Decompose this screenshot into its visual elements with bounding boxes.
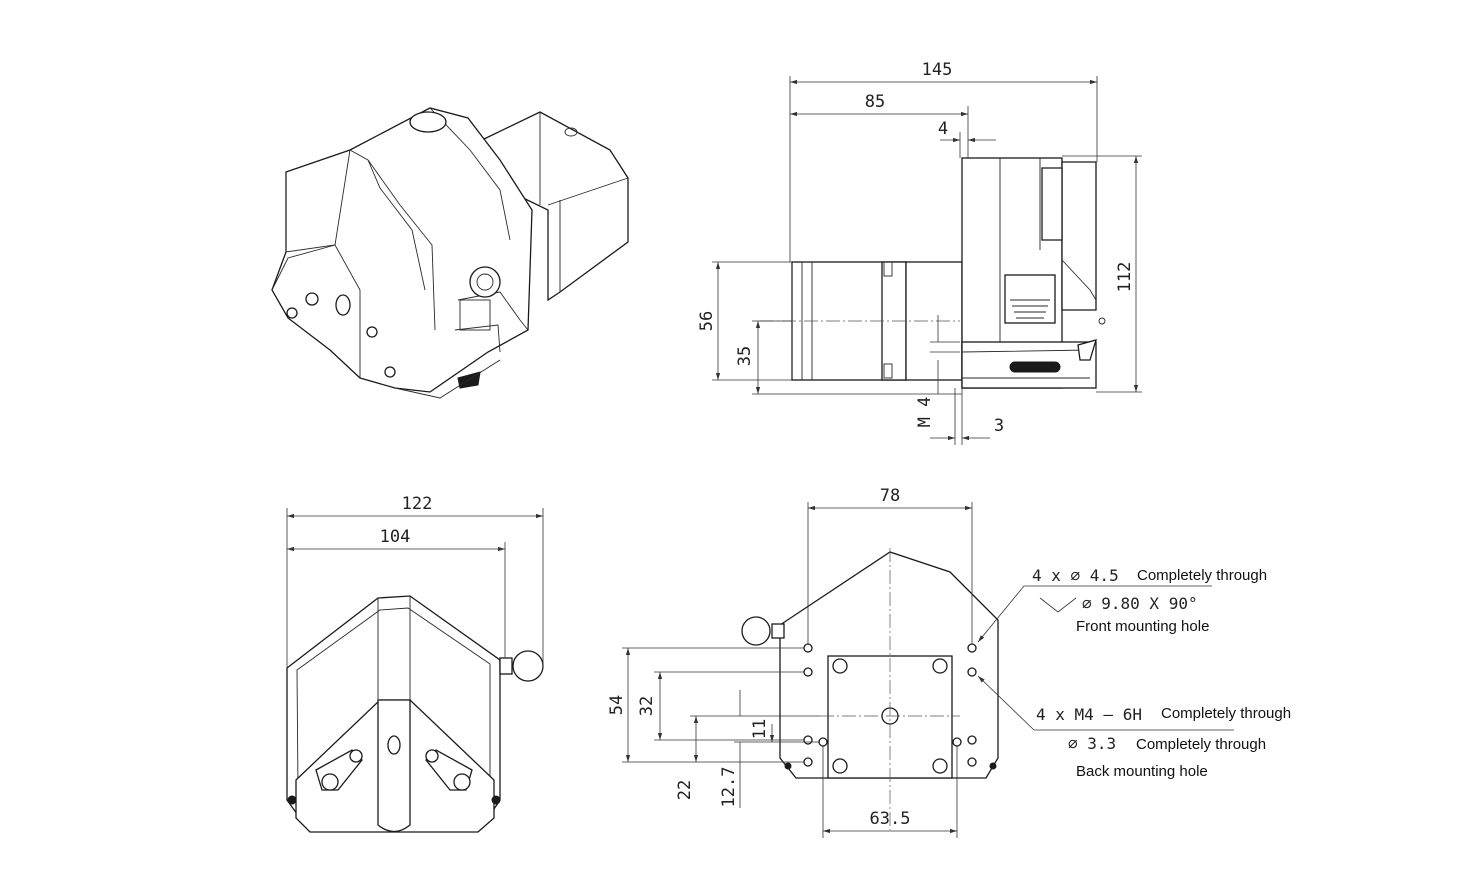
dim-63-5: 63.5: [870, 809, 911, 829]
back-view: 78 54 32 11 22 12.7 63.5 4 x ∅ 4.5 Compl…: [607, 486, 1291, 838]
back-hole-title: Back mounting hole: [1076, 763, 1208, 780]
dim-4: 4: [938, 119, 948, 139]
back-hole-desc: Completely through: [1161, 705, 1291, 722]
side-view: 145 85 4 112 56 35 M 4 3: [697, 60, 1142, 445]
dim-56: 56: [697, 311, 717, 331]
dim-122: 122: [402, 494, 433, 514]
front-hole-title: Front mounting hole: [1076, 618, 1209, 635]
dim-145: 145: [922, 60, 953, 80]
front-hole-desc: Completely through: [1137, 567, 1267, 584]
front-view: 122 104: [286, 494, 544, 833]
back-hole-drill-desc: Completely through: [1136, 736, 1266, 753]
dim-35: 35: [735, 346, 755, 366]
dim-3: 3: [994, 416, 1004, 436]
dim-m4: M 4: [915, 397, 935, 428]
dim-78: 78: [880, 486, 900, 506]
dim-32: 32: [637, 696, 657, 716]
back-hole-size: 4 x M4 — 6H: [1036, 705, 1142, 724]
dim-22: 22: [675, 780, 695, 800]
dim-12-7: 12.7: [719, 767, 739, 808]
back-hole-drill: ∅ 3.3: [1068, 734, 1116, 753]
dim-11: 11: [750, 719, 770, 739]
dim-104: 104: [380, 527, 411, 547]
dim-112: 112: [1115, 262, 1135, 293]
front-hole-countersink: ∅ 9.80 X 90°: [1082, 594, 1198, 613]
dim-85: 85: [865, 92, 885, 112]
isometric-view: [271, 107, 629, 399]
front-hole-size: 4 x ∅ 4.5: [1032, 566, 1119, 585]
dim-54: 54: [607, 695, 627, 715]
